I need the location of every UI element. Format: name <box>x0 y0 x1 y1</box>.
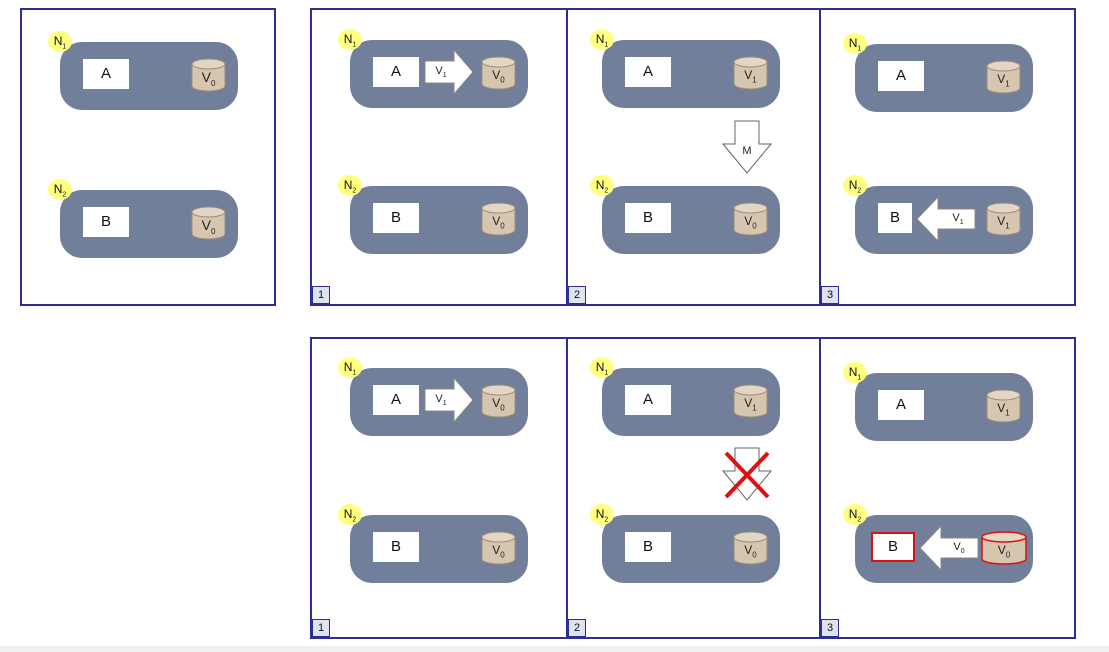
node-n1: N1 A V1 <box>843 33 1033 112</box>
process-box: B <box>83 207 129 237</box>
process-box: A <box>625 57 671 87</box>
node-badge: N2 <box>338 175 362 196</box>
node-badge: N1 <box>590 357 614 378</box>
node-n1: N1 A V0 <box>48 31 238 110</box>
step-number: 2 <box>568 619 586 637</box>
disk-icon-error: V0 <box>981 531 1027 565</box>
node-n1: N1 A V1 V0 <box>338 357 528 436</box>
disk-icon: V0 <box>481 531 516 565</box>
panel-divider <box>566 339 568 637</box>
process-box: A <box>373 57 419 87</box>
disk-icon: V0 <box>191 206 226 240</box>
node-badge: N1 <box>843 33 867 54</box>
process-box: A <box>373 385 419 415</box>
panel-divider <box>566 10 568 304</box>
step-number: 1 <box>312 286 330 304</box>
disk-label: V0 <box>744 214 757 231</box>
disk-label: V0 <box>492 214 505 231</box>
process-box: A <box>878 61 924 91</box>
node-n2: N2 B V0 <box>590 504 780 583</box>
node-badge: N2 <box>843 504 867 525</box>
initial-state-panel: N1 A V0 N2 B V0 <box>20 8 276 306</box>
disk-icon: V0 <box>733 202 768 236</box>
node-badge: N2 <box>843 175 867 196</box>
node-n2: N2 B V1 V1 <box>843 175 1033 254</box>
disk-icon: V0 <box>481 56 516 90</box>
process-box: B <box>625 203 671 233</box>
disk-label: V1 <box>744 68 757 85</box>
disk-label: V0 <box>492 396 505 413</box>
failed-message-arrow-icon <box>722 447 772 501</box>
disk-icon: V0 <box>481 384 516 418</box>
process-box: B <box>878 203 912 233</box>
node-badge: N2 <box>590 175 614 196</box>
write-arrow-right <box>424 377 474 423</box>
process-box: A <box>83 59 129 89</box>
node-badge: N1 <box>338 29 362 50</box>
disk-icon: V1 <box>986 60 1021 94</box>
node-badge: N2 <box>48 179 72 200</box>
disk-label: V0 <box>997 543 1011 560</box>
message-arrow-down <box>722 120 772 174</box>
disk-label: V1 <box>997 214 1010 231</box>
node-n2: N2 B V0 <box>590 175 780 254</box>
node-n1: N1 A V1 <box>843 362 1033 441</box>
message-label: M <box>742 145 752 157</box>
failure-scenario-frame: N1 A V1 V0 N2 B V0 1 N1 A V1 N2 B <box>310 337 1076 639</box>
disk-label: V0 <box>201 217 216 236</box>
disk-icon: V1 <box>986 389 1021 423</box>
disk-icon: V0 <box>191 58 226 92</box>
node-n2: N2 B V0 V0 <box>843 504 1033 583</box>
process-box: B <box>625 532 671 562</box>
process-box: B <box>373 532 419 562</box>
process-box-error: B <box>871 532 915 562</box>
panel-divider <box>819 10 821 304</box>
disk-label: V1 <box>997 72 1010 89</box>
replicate-arrow-left <box>916 196 976 242</box>
process-box: A <box>625 385 671 415</box>
process-box: A <box>878 390 924 420</box>
disk-icon: V0 <box>733 531 768 565</box>
step-number: 1 <box>312 619 330 637</box>
disk-icon: V1 <box>986 202 1021 236</box>
arrow-label: V1 <box>435 65 447 80</box>
step-number: 3 <box>821 286 839 304</box>
arrow-label: V0 <box>953 541 965 556</box>
disk-label: V1 <box>744 396 757 413</box>
step-number: 3 <box>821 619 839 637</box>
disk-label: V1 <box>997 401 1010 418</box>
write-arrow-right <box>424 49 474 95</box>
node-n2: N2 B V0 <box>338 504 528 583</box>
bottom-strip <box>0 646 1109 652</box>
node-badge: N1 <box>590 29 614 50</box>
disk-label: V0 <box>744 543 757 560</box>
node-badge: N2 <box>590 504 614 525</box>
node-n2: N2 B V0 <box>48 179 238 258</box>
arrow-label: V1 <box>952 212 964 227</box>
disk-icon: V1 <box>733 384 768 418</box>
node-badge: N1 <box>843 362 867 383</box>
disk-label: V0 <box>492 68 505 85</box>
panel-divider <box>819 339 821 637</box>
rollback-arrow-left <box>919 525 979 571</box>
success-scenario-frame: N1 A V1 V0 N2 B V0 1 N1 A V1 M N2 B V0 <box>310 8 1076 306</box>
step-number: 2 <box>568 286 586 304</box>
node-badge: N2 <box>338 504 362 525</box>
process-box: B <box>373 203 419 233</box>
node-badge: N1 <box>338 357 362 378</box>
node-n1: N1 A V1 <box>590 29 780 108</box>
arrow-label: V1 <box>435 393 447 408</box>
disk-icon: V1 <box>733 56 768 90</box>
node-badge: N1 <box>48 31 72 52</box>
node-n2: N2 B V0 <box>338 175 528 254</box>
disk-icon: V0 <box>481 202 516 236</box>
disk-label: V0 <box>201 69 216 88</box>
node-n1: N1 A V1 V0 <box>338 29 528 108</box>
node-n1: N1 A V1 <box>590 357 780 436</box>
disk-label: V0 <box>492 543 505 560</box>
